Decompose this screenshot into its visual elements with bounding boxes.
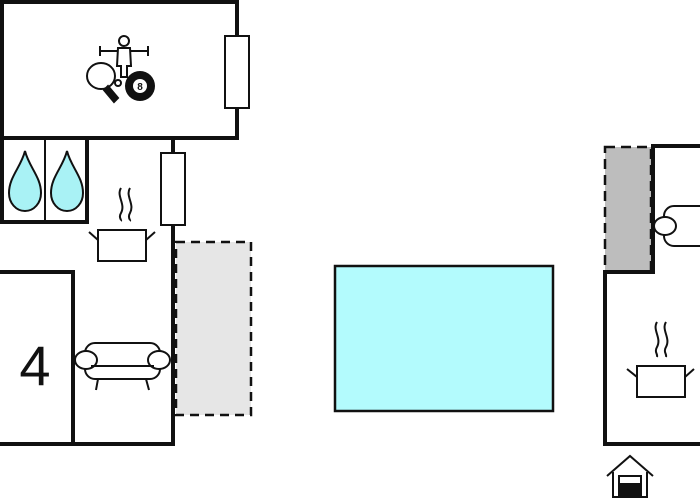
billiard-ball-icon: 8: [125, 71, 155, 101]
swimming-pool: [333, 264, 555, 413]
terrace-area: [174, 240, 253, 417]
billiard-ball-number: 8: [137, 82, 143, 93]
building-walls-left: [0, 0, 239, 446]
window: [160, 152, 186, 226]
table-tennis-icon: [86, 62, 122, 104]
room-number-label: 4: [19, 334, 51, 397]
water-drop-icon: [7, 150, 43, 213]
entrance-icon: [606, 454, 654, 498]
window: [224, 35, 250, 109]
table-football-icon: [99, 35, 149, 78]
cooking-pot-icon: [88, 187, 156, 262]
sofa-icon: [653, 205, 700, 247]
water-drop-icon: [49, 150, 85, 213]
staircase-area: [603, 145, 653, 274]
sofa-icon: [74, 342, 171, 391]
building-walls-right: [603, 144, 700, 446]
cooking-pot-icon: [626, 321, 695, 398]
